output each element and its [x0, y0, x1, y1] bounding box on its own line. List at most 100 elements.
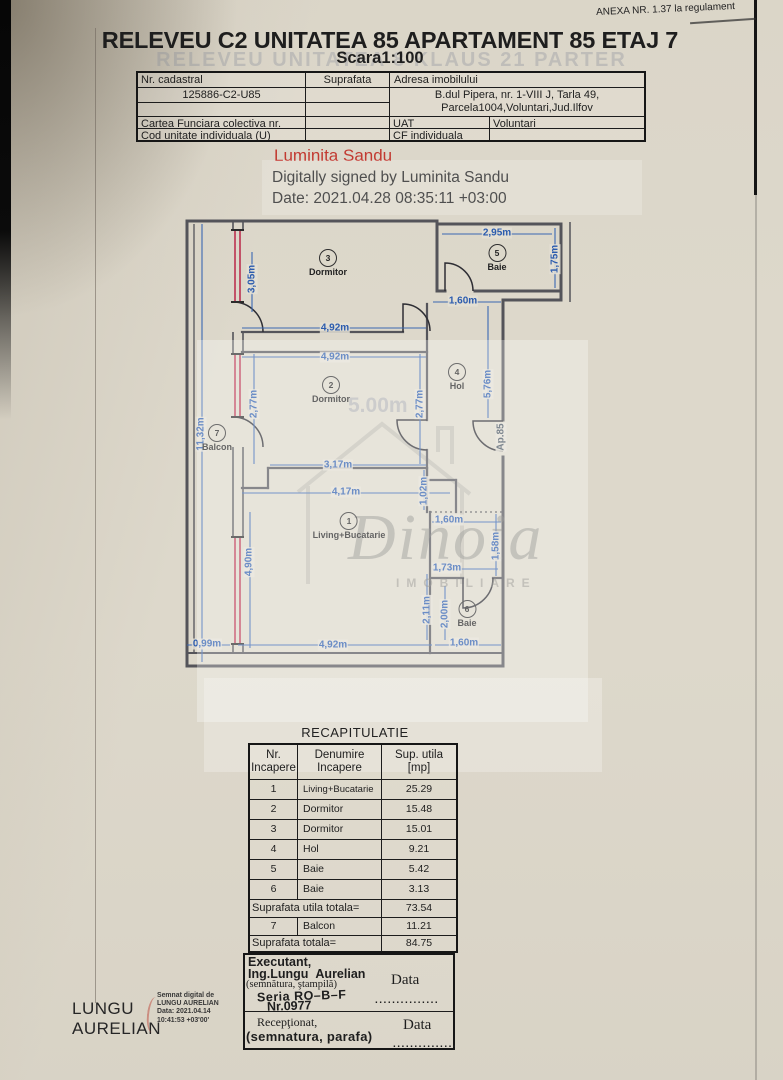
room-name: Baie	[457, 618, 477, 628]
nr-cadastral-value: 125886-C2-U85	[138, 88, 306, 103]
room-name: Baie	[487, 262, 507, 272]
room-number: 2	[322, 376, 340, 394]
cf-individuala-value-empty	[490, 129, 644, 140]
window-strips	[234, 230, 241, 644]
dim-label: 1,58m	[490, 530, 502, 562]
data-dotted-line: ...............	[375, 995, 440, 1006]
room-name: Dormitor	[309, 267, 347, 277]
executant-name: Ing.Lungu Aurelian	[248, 967, 366, 981]
room-name: Dormitor	[312, 394, 350, 404]
dim-label: 4,90m	[243, 546, 255, 578]
executant-signature-note: (semnătura, ştampilă)	[246, 979, 337, 990]
dim-label: 2,77m	[248, 388, 260, 420]
recap-row-sup: 5.42	[382, 860, 456, 880]
executant-row	[245, 955, 453, 1012]
room-name: Balcon	[201, 442, 233, 452]
bleed-through-dimension: 5.00m	[348, 394, 408, 417]
room-marker-dormitor-3: 3 Dormitor	[309, 248, 347, 277]
executant-block: Executant, Ing.Lungu Aurelian (semnătura…	[243, 953, 456, 1050]
apartment-entrance-label: Ap.85	[495, 422, 507, 452]
cod-unitate-label: Cod unitate individuala (U)	[138, 129, 306, 140]
recap-header-sup: Sup. utila [mp]	[382, 745, 456, 780]
dim-label: 2,77m	[414, 388, 426, 420]
paper-edge-shadow-right	[755, 195, 757, 1080]
photo-shadow-top-left	[0, 0, 240, 320]
dim-label: 5,76m	[482, 368, 494, 400]
recap-row-sup: 25.29	[382, 780, 456, 800]
uat-label: UAT	[390, 117, 490, 129]
receptionat-label: Recepţionat,	[257, 1015, 318, 1029]
recap-row-name: Baie	[298, 860, 382, 880]
recap-row-nr: 3	[250, 820, 298, 840]
dim-label: 3,17m	[322, 459, 354, 471]
dim-label: 4,92m	[319, 322, 351, 334]
dim-label: 1,73m	[431, 562, 463, 574]
recap-balcon-nr: 7	[250, 918, 298, 936]
recap-row-nr: 5	[250, 860, 298, 880]
recap-table: Nr. Incapere Denumire Incapere Sup. util…	[248, 743, 458, 953]
document-title: RELEVEU C2 UNITATEA 85 APARTAMENT 85 ETA…	[101, 27, 679, 53]
floor-plan-drawing	[185, 219, 571, 668]
recap-subtotal-value: 73.54	[382, 900, 456, 918]
bleed-through-ghost-title: RELEVEU UNITATEA 8 KLAUS 21 PARTER	[156, 49, 627, 71]
dim-label: 2,11m	[421, 595, 433, 625]
recap-row-sup: 9.21	[382, 840, 456, 860]
room-number: 3	[319, 249, 337, 267]
recap-row-name: Baie	[298, 880, 382, 900]
adresa-value: B.dul Pipera, nr. 1-VIII J, Tarla 49, Pa…	[390, 88, 644, 117]
recap-row-nr: 6	[250, 880, 298, 900]
adresa-line1: B.dul Pipera, nr. 1-VIII J, Tarla 49,	[434, 89, 600, 101]
floor-plan: 5.00m Dinoia IMOBILIARE 2,95m 1,75m 3,05…	[180, 212, 574, 677]
scale-label: Scara1:100	[336, 49, 424, 67]
dim-label: 4,92m	[317, 639, 349, 651]
cartea-funciara-label: Cartea Funciara colectiva nr.	[138, 117, 306, 129]
room-marker-baie-6: 6 Baie	[457, 599, 477, 628]
dim-label: 1,60m	[433, 514, 465, 526]
dim-label: 4,92m	[319, 351, 351, 363]
recap-row-name: Hol	[298, 840, 382, 860]
room-number: 6	[457, 600, 476, 618]
room-marker-baie-5: 5 Baie	[487, 243, 507, 272]
data-label: Data	[403, 1017, 432, 1033]
suprafata-value-empty	[306, 88, 390, 103]
room-name: Living+Bucatarie	[312, 530, 386, 540]
uat-value: Voluntari	[490, 117, 644, 129]
room-number: 4	[448, 363, 466, 381]
photo-dark-edge-left	[0, 0, 11, 420]
recap-balcon-name: Balcon	[298, 918, 382, 936]
dim-label: 1,60m	[448, 637, 480, 649]
room-number: 7	[207, 424, 226, 442]
recap-row-name: Living+Bucatarie	[298, 780, 382, 800]
room-name: Hol	[449, 381, 465, 391]
cod-unitate-value-empty	[306, 129, 390, 140]
suprafata-header: Suprafata	[306, 73, 390, 88]
watermark-brand-subtitle: IMOBILIARE	[396, 576, 537, 590]
window-end-caps	[231, 229, 244, 645]
signer-name: Luminita Sandu	[274, 146, 393, 165]
cf-individuala-label: CF individuala	[390, 129, 490, 140]
watermark-brand-name: Dinoia	[348, 501, 544, 574]
recap-row-sup: 3.13	[382, 880, 456, 900]
dim-label: 2,00m	[439, 598, 451, 630]
dim-label: 2,95m	[481, 227, 513, 239]
recap-row-nr: 4	[250, 840, 298, 860]
recap-row-nr: 2	[250, 800, 298, 820]
executant-label: Executant,	[248, 955, 312, 969]
outer-walls	[185, 219, 563, 668]
recap-subtotal-label: Suprafata utila totala=	[250, 900, 382, 918]
adresa-line2: Parcela1004,Voluntari,Jud.Ilfov	[441, 102, 593, 114]
room-marker-dormitor-2: 2 Dormitor	[312, 375, 350, 404]
secondary-walls	[187, 221, 571, 654]
cadastral-info-table: Nr. cadastral Suprafata Adresa imobilulu…	[136, 71, 646, 142]
recap-total-value: 84.75	[405, 937, 433, 949]
room-marker-hol-4: 4 Hol	[448, 362, 466, 391]
room-number: 5	[487, 244, 506, 262]
nr-cadastral-header: Nr. cadastral	[138, 73, 306, 88]
receptionat-signature-note: (semnatura, parafa)	[246, 1029, 373, 1044]
recap-row-name: Dormitor	[298, 820, 382, 840]
paper-edge-line-right	[754, 0, 757, 195]
dim-label: 0,99m	[191, 638, 223, 650]
recap-total-label: Suprafata totala=	[250, 936, 382, 951]
dim-label: 1,75m	[549, 243, 561, 275]
